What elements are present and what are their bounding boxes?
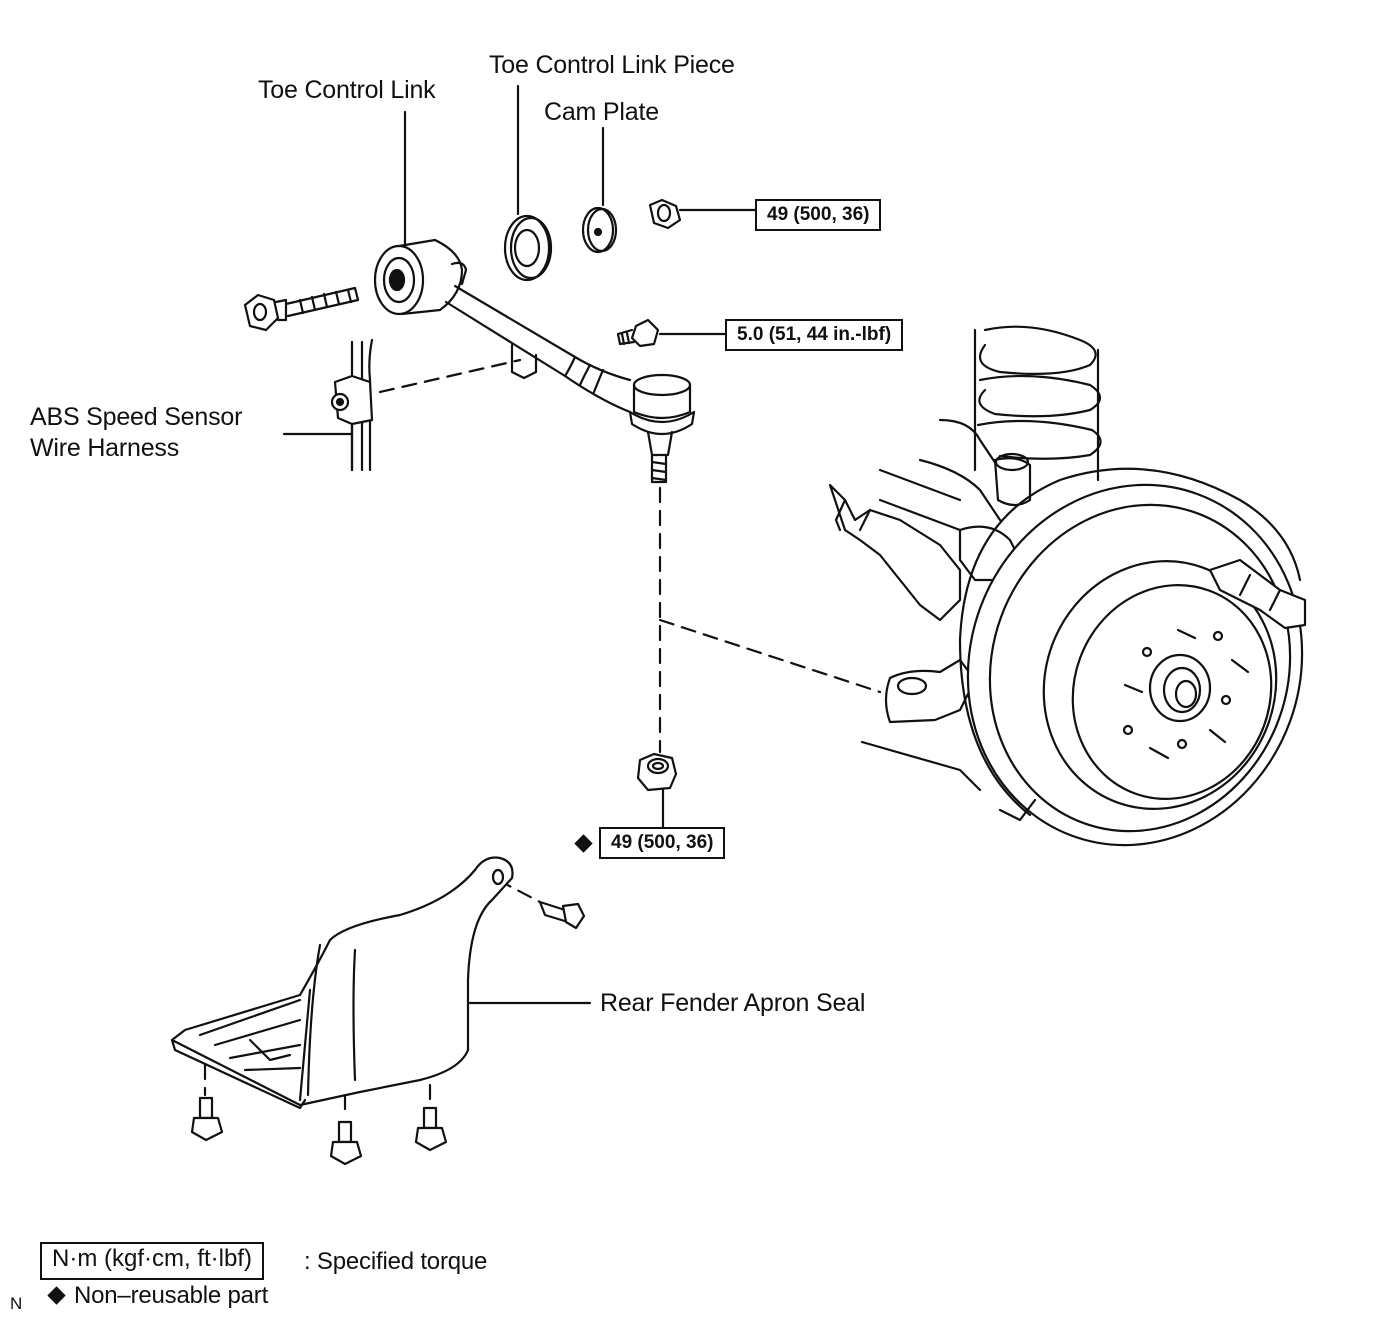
- ball-joint-nut: [636, 752, 678, 792]
- torque-cam-nut: 49 (500, 36): [755, 199, 882, 231]
- label-rear-fender-apron-seal: Rear Fender Apron Seal: [600, 989, 866, 1017]
- legend-torque-unit-box: N·m (kgf·cm, ft·lbf): [40, 1242, 264, 1280]
- apron-seal-bolts: [190, 900, 586, 1166]
- leader-lines: [282, 84, 757, 1005]
- label-cam-plate: Cam Plate: [544, 98, 659, 126]
- label-toe-control-link: Toe Control Link: [258, 76, 436, 104]
- legend-non-reusable: Non–reusable part: [74, 1282, 269, 1309]
- harness-bolt: [616, 318, 660, 348]
- label-abs-speed-sensor: ABS Speed Sensor: [30, 403, 243, 431]
- coil-spring: [938, 325, 1102, 482]
- brake-disc: [958, 467, 1307, 847]
- toe-link-bolt: [243, 286, 360, 332]
- toe-control-link-piece: [503, 214, 553, 282]
- cam-nut: [648, 198, 682, 230]
- rear-fender-apron-seal: [170, 856, 514, 1110]
- corner-mark: N: [10, 1294, 23, 1313]
- abs-wire-harness: [330, 338, 374, 472]
- torque-harness-bolt: 5.0 (51, 44 in.-lbf): [725, 319, 904, 351]
- cam-plate: [581, 206, 618, 254]
- toe-control-link: [373, 238, 696, 484]
- label-toe-control-link-piece: Toe Control Link Piece: [489, 51, 735, 79]
- torque-ball-joint-nut: 49 (500, 36): [599, 827, 726, 859]
- legend-specified-torque: : Specified torque: [304, 1248, 488, 1275]
- label-wire-harness: Wire Harness: [30, 434, 180, 462]
